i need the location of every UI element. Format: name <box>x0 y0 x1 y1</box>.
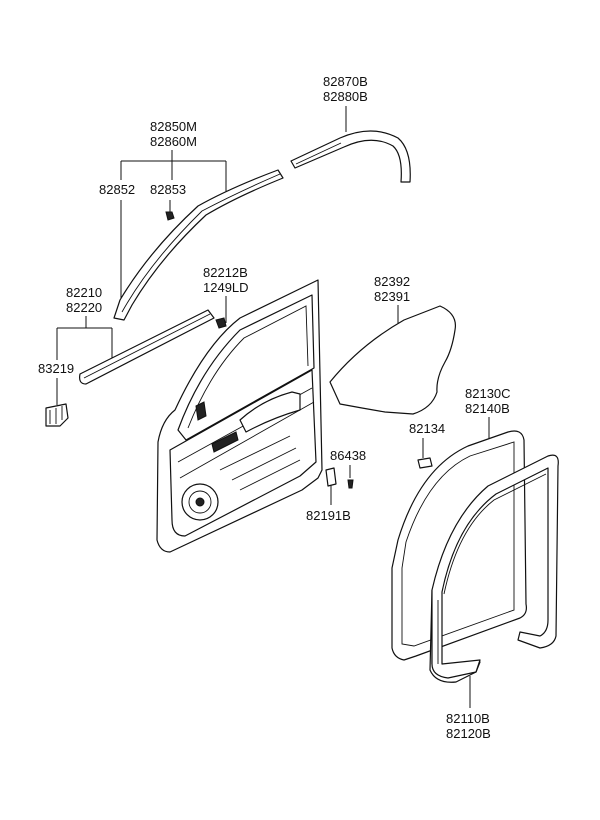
fastener-82191B <box>325 467 337 487</box>
label-82120B: 82120B <box>446 726 491 741</box>
label-82110B: 82110B <box>446 711 490 726</box>
label-82210: 82210 <box>66 285 102 300</box>
label-82853: 82853 <box>150 182 186 197</box>
rear-frame-molding <box>290 130 411 183</box>
label-82130C: 82130C <box>465 386 511 401</box>
label-82391: 82391 <box>374 289 410 304</box>
label-82191B: 82191B <box>306 508 351 523</box>
vapor-barrier <box>329 305 457 415</box>
label-82860M: 82860M <box>150 134 197 149</box>
label-82134: 82134 <box>409 421 445 436</box>
label-82870B: 82870B <box>323 74 368 89</box>
label-82140B: 82140B <box>465 401 510 416</box>
bracket-82134 <box>417 457 433 469</box>
leader-lines <box>56 106 490 708</box>
clip-82853 <box>165 211 175 221</box>
small-fasteners <box>325 467 354 489</box>
label-82392: 82392 <box>374 274 410 289</box>
callout-labels: 82870B 82880B 82850M 82860M 82852 82853 … <box>38 74 511 741</box>
label-1249LD: 1249LD <box>203 280 249 295</box>
belt-weatherstrip <box>79 309 227 385</box>
label-82880B: 82880B <box>323 89 368 104</box>
door-panel <box>156 279 323 553</box>
label-83219: 83219 <box>38 361 74 376</box>
clip-82212B <box>215 317 227 329</box>
label-82850M: 82850M <box>150 119 197 134</box>
front-frame-molding <box>113 169 284 321</box>
leader-82210 <box>56 316 113 361</box>
label-82220: 82220 <box>66 300 102 315</box>
leader-82850M <box>120 150 227 200</box>
label-82852: 82852 <box>99 182 135 197</box>
screw-86438 <box>347 479 354 489</box>
mirror-cover <box>45 403 69 427</box>
label-86438: 86438 <box>330 448 366 463</box>
label-82212B: 82212B <box>203 265 248 280</box>
door-seal-inner <box>429 454 559 683</box>
